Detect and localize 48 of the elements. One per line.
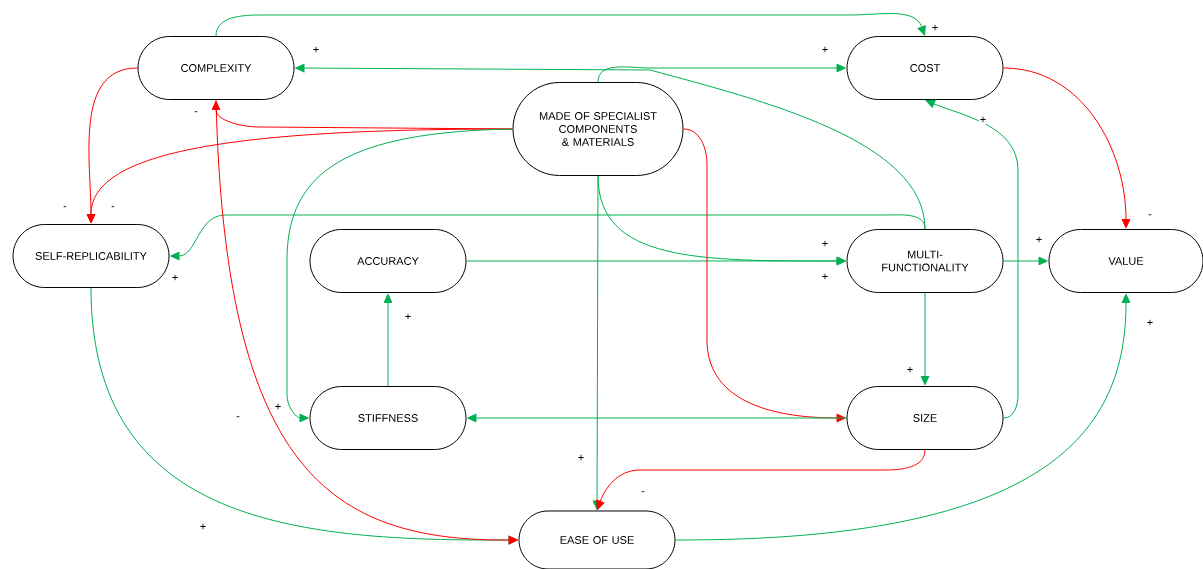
arrow bbox=[683, 128, 846, 423]
process-box: COMPLEXITY bbox=[137, 36, 295, 100]
edge-label: - bbox=[640, 490, 646, 496]
process-box: MULTI- FUNCTIONALITY bbox=[846, 229, 1004, 293]
edge-label: + bbox=[978, 115, 988, 125]
arrow bbox=[466, 256, 846, 266]
process-box: STIFFNESS bbox=[309, 386, 467, 450]
edge-label: + bbox=[576, 453, 586, 463]
edge-label: + bbox=[930, 23, 940, 33]
edge-label: + bbox=[170, 273, 180, 283]
edge-label: + bbox=[905, 365, 915, 375]
process-box: VALUE bbox=[1048, 229, 1203, 293]
edge-label: + bbox=[820, 272, 830, 282]
arrow bbox=[170, 214, 926, 261]
arrow bbox=[675, 293, 1131, 541]
edge-label: + bbox=[311, 45, 321, 55]
process-box: COST bbox=[846, 36, 1004, 100]
edge-label: + bbox=[403, 312, 413, 322]
edge-label: + bbox=[1145, 318, 1155, 328]
edge-label: - bbox=[62, 205, 68, 211]
arrow bbox=[592, 175, 602, 510]
edge-label: + bbox=[198, 522, 208, 532]
arrow bbox=[596, 449, 926, 510]
process-box: EASE OF USE bbox=[518, 510, 676, 569]
arrow bbox=[215, 99, 518, 545]
process-box: MADE OF SPECIALIST COMPONENTS & MATERIALS bbox=[512, 82, 684, 176]
edge-label: - bbox=[1147, 213, 1153, 219]
arrow bbox=[925, 99, 1019, 419]
arrow bbox=[597, 63, 846, 83]
process-box: ACCURACY bbox=[309, 229, 467, 293]
edge-label: - bbox=[235, 415, 241, 421]
arrow bbox=[383, 293, 393, 387]
edge-label: + bbox=[273, 402, 283, 412]
arrow bbox=[920, 292, 930, 386]
edge-label: - bbox=[193, 110, 199, 116]
process-box: SELF-REPLICABILITY bbox=[12, 224, 170, 288]
arrow bbox=[295, 63, 926, 230]
arrow bbox=[215, 13, 926, 37]
arrow bbox=[86, 128, 513, 224]
edge-label: + bbox=[820, 239, 830, 249]
process-box: SIZE bbox=[846, 386, 1004, 450]
edge-label: + bbox=[1034, 235, 1044, 245]
arrow bbox=[1003, 67, 1131, 229]
arrow bbox=[1003, 256, 1048, 266]
edge-label: - bbox=[110, 205, 116, 211]
arrow bbox=[467, 413, 847, 423]
arrow bbox=[286, 128, 513, 423]
edge-label: + bbox=[820, 45, 830, 55]
